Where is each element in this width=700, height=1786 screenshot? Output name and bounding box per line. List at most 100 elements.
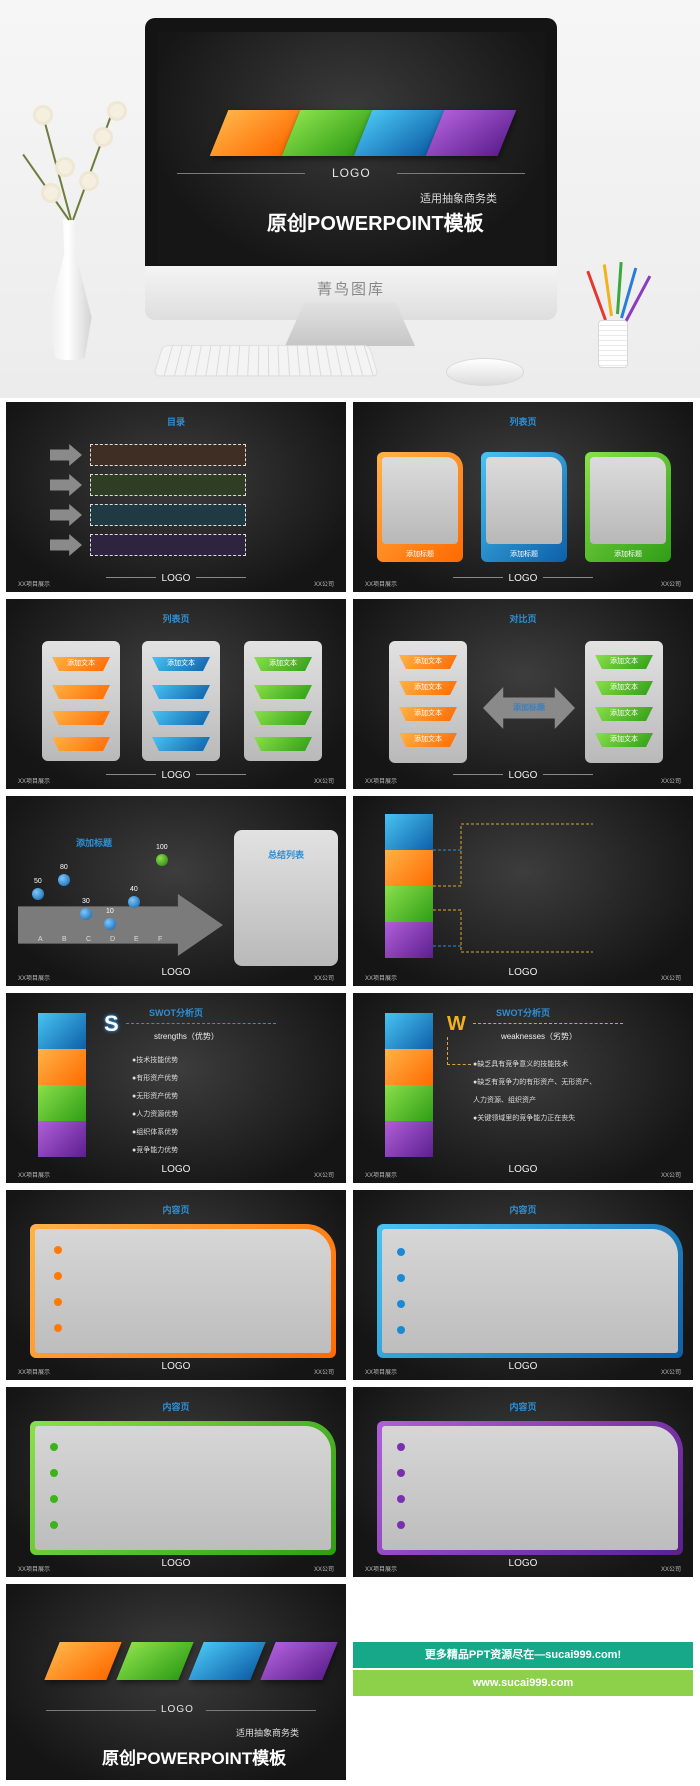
bullet-dot: [50, 1495, 58, 1503]
panel-item: [254, 737, 312, 751]
slide-compare[interactable]: 对比页 添加文本 添加文本 添加文本 添加文本 添加标题 添加文本 添加文本 添…: [353, 599, 693, 789]
watermark-text: 菁鸟图库: [316, 282, 385, 298]
content-area: [382, 1229, 678, 1353]
slide-swot-weaknesses[interactable]: SWOT分析页 W weaknesses（劣势） ●缺乏具有竞争意义的技能技术 …: [353, 993, 693, 1183]
slide-logo: LOGO: [161, 573, 191, 584]
panel-item: [52, 685, 110, 699]
slide-content-green[interactable]: 内容页 LOGO XX项目展示 XX公司: [6, 1387, 346, 1577]
slide-logo: LOGO: [508, 967, 538, 978]
slide-footer-left: XX项目展示: [18, 779, 51, 785]
point-value: 80: [60, 864, 68, 871]
bar-segment-purple: [385, 922, 433, 958]
slide-title: 内容页: [509, 1205, 537, 1215]
slide-content-purple[interactable]: 内容页 LOGO XX项目展示 XX公司: [353, 1387, 693, 1577]
bullet-dot: [397, 1443, 405, 1451]
panel-item: [254, 685, 312, 699]
summary-title: 总结列表: [267, 850, 304, 860]
divider-line: [206, 1710, 316, 1711]
swot-dash-line: [473, 1023, 623, 1024]
bar-segment-blue: [38, 1013, 86, 1049]
divider-line: [177, 173, 305, 174]
slide-footer-right: XX公司: [313, 1173, 334, 1179]
swot-item: ●无形资产优势: [132, 1093, 179, 1100]
swot-heading: strengths（优势）: [154, 1032, 219, 1041]
slide-list-cards[interactable]: 列表页 添加标题 添加标题 添加标题 LOGO XX项目展示 XX公司: [353, 402, 693, 592]
end-subtitle: 适用抽象商务类: [236, 1728, 300, 1738]
flower: [36, 108, 50, 122]
compare-item: 添加文本: [595, 681, 653, 695]
panel-header: 添加文本: [152, 657, 210, 671]
content-frame[interactable]: [30, 1224, 336, 1358]
toc-item-box[interactable]: [90, 504, 246, 526]
point-value: 30: [82, 898, 90, 905]
slide-swot-strengths[interactable]: SWOT分析页 S strengths（优势） ●技术技能优势 ●有形资产优势 …: [6, 993, 346, 1183]
compare-panel-right[interactable]: 添加文本 添加文本 添加文本 添加文本: [585, 641, 663, 763]
panel-item: [152, 711, 210, 725]
footer-line: [543, 774, 593, 775]
panel-item: [254, 711, 312, 725]
panel-header: 添加文本: [254, 657, 312, 671]
slide-footer-left: XX项目展示: [365, 779, 398, 785]
swot-letter: S: [104, 1011, 119, 1036]
footer-line: [196, 577, 246, 578]
swot-item: ●缺乏具有竞争意义的技能技术: [473, 1061, 569, 1068]
promo-banner-2[interactable]: www.sucai999.com: [353, 1670, 693, 1696]
card-label: 添加标题: [406, 551, 434, 558]
footer-line: [453, 774, 503, 775]
slide-title: 内容页: [162, 1402, 190, 1412]
bullet-dot: [50, 1469, 58, 1477]
list-card-green[interactable]: 添加标题: [585, 452, 671, 562]
content-frame[interactable]: [377, 1224, 683, 1358]
logo-text: LOGO: [332, 166, 371, 180]
list-card-orange[interactable]: 添加标题: [377, 452, 463, 562]
list-card-blue[interactable]: 添加标题: [481, 452, 567, 562]
bullet-dot: [397, 1248, 405, 1256]
slide-footer-left: XX项目展示: [365, 582, 398, 588]
promo-banner-1[interactable]: 更多精品PPT资源尽在—sucai999.com!: [353, 1642, 693, 1668]
slide-footer-right: XX公司: [660, 582, 681, 588]
slide-footer-right: XX公司: [313, 976, 334, 982]
slide-title: SWOT分析页: [149, 1008, 203, 1018]
panel-blue[interactable]: 添加文本: [142, 641, 220, 761]
panel-green[interactable]: 添加文本: [244, 641, 322, 761]
summary-panel[interactable]: 总结列表: [234, 830, 338, 966]
hero-title: 原创POWERPOINT模板: [267, 213, 484, 235]
slide-content-orange[interactable]: 内容页 LOGO XX项目展示 XX公司: [6, 1190, 346, 1380]
point-value: 10: [106, 908, 114, 915]
toc-item-box[interactable]: [90, 474, 246, 496]
slide-ending[interactable]: LOGO 适用抽象商务类 原创POWERPOINT模板: [6, 1584, 346, 1780]
slide-logo: LOGO: [508, 1164, 538, 1175]
slide-arrow-points[interactable]: 添加标题 50 80 30 10 40 100 A B C D E F 总结列表…: [6, 796, 346, 986]
bar-segment-orange: [385, 1049, 433, 1085]
bar-segment-green: [385, 886, 433, 922]
compare-item: 添加文本: [399, 681, 457, 695]
panel-orange[interactable]: 添加文本: [42, 641, 120, 761]
slide-title: 列表页: [509, 417, 537, 427]
toc-item-box[interactable]: [90, 444, 246, 466]
footer-line: [543, 577, 593, 578]
bullet-dot: [54, 1324, 62, 1332]
card-body: [590, 457, 666, 544]
slide-bar-connectors[interactable]: LOGO XX项目展示 XX公司: [353, 796, 693, 986]
bullet-dot: [50, 1521, 58, 1529]
swot-dash-line: [126, 1023, 276, 1024]
bar-segment-purple: [38, 1121, 86, 1157]
compare-panel-left[interactable]: 添加文本 添加文本 添加文本 添加文本: [389, 641, 467, 763]
slide-title: 内容页: [162, 1205, 190, 1215]
pencil: [602, 264, 613, 317]
slide-list-panels[interactable]: 列表页 添加文本 添加文本 添加文本 LOGO XX项目展示 XX公司: [6, 599, 346, 789]
slide-footer-right: XX公司: [660, 1567, 681, 1573]
slide-toc[interactable]: 目录 LOGO XX项目展示 XX公司: [6, 402, 346, 592]
divider-line: [46, 1710, 156, 1711]
bullet-dot: [397, 1469, 405, 1477]
slide-content-blue[interactable]: 内容页 LOGO XX项目展示 XX公司: [353, 1190, 693, 1380]
toc-item-box[interactable]: [90, 534, 246, 556]
arrow-icon: [50, 504, 82, 526]
content-frame[interactable]: [30, 1421, 336, 1555]
swot-item: ●缺乏有竞争力的有形资产、无形资产、: [473, 1079, 597, 1086]
content-frame[interactable]: [377, 1421, 683, 1555]
slide-footer-left: XX项目展示: [365, 1567, 398, 1573]
flower: [58, 160, 72, 174]
content-area: [35, 1229, 331, 1353]
hero-banner: LOGO 适用抽象商务类 原创POWERPOINT模板 菁鸟图库: [0, 0, 700, 398]
